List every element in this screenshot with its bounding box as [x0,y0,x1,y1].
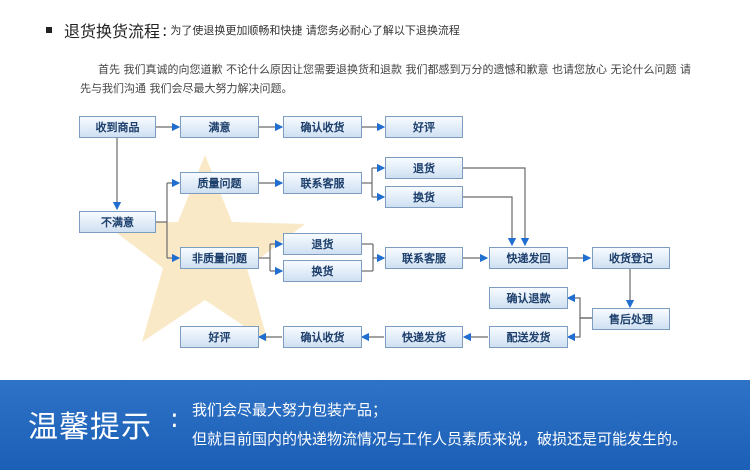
box-receipt-register: 收货登记 [592,247,670,269]
banner-colon: : [170,404,179,434]
box-return-2: 退货 [283,233,362,255]
flow-connectors [112,122,635,342]
page-subtitle: 为了使退换更加顺畅和快捷 请您务必耐心了解以下退换流程 [170,24,460,37]
box-unsatisfied: 不满意 [79,211,156,233]
box-non-quality-issue: 非质量问题 [180,247,259,269]
banner-line-1: 我们会尽最大努力包装产品； [192,401,388,419]
box-deliver-ship: 配送发货 [489,326,568,348]
box-express-return: 快递发回 [489,247,568,269]
box-satisfied: 满意 [180,116,259,138]
banner-line-2: 但就目前国内的快递物流情况与工作人员素质来说，破损还是可能发生的。 [192,430,688,448]
box-contact-cs-2: 联系客服 [385,247,463,269]
intro-paragraph: 首先 我们真诚的向您道歉 不论什么原因让您需要退换货和退款 我们都感到万分的遗憾… [80,63,691,95]
title-colon: : [162,20,168,40]
box-good-review-2: 好评 [180,326,259,348]
box-confirm-receipt-2: 确认收货 [283,326,362,348]
banner-title: 温馨提示 [28,410,152,445]
tip-banner: 温馨提示 : 我们会尽最大努力包装产品； 但就目前国内的快递物流情况与工作人员素… [0,380,750,470]
box-receive: 收到商品 [79,116,156,138]
box-exchange-1: 换货 [385,186,463,208]
bullet-icon [46,27,52,33]
header: 退货换货流程 : 为了使退换更加顺畅和快捷 请您务必耐心了解以下退换流程 [46,18,460,42]
box-express-ship: 快递发货 [385,326,463,348]
box-confirm-receipt-1: 确认收货 [283,116,362,138]
box-return-1: 退货 [385,157,463,179]
box-confirm-refund: 确认退款 [489,287,568,309]
page-title: 退货换货流程 [64,22,161,41]
box-quality-issue: 质量问题 [180,172,259,194]
box-exchange-2: 换货 [283,260,362,282]
box-contact-cs-1: 联系客服 [283,172,362,194]
box-good-review-1: 好评 [385,116,463,138]
flowchart: 收到商品 满意 确认收货 好评 不满意 质量问题 联系客服 退货 换货 非质量问… [79,116,670,348]
box-after-sales: 售后处理 [592,308,670,330]
